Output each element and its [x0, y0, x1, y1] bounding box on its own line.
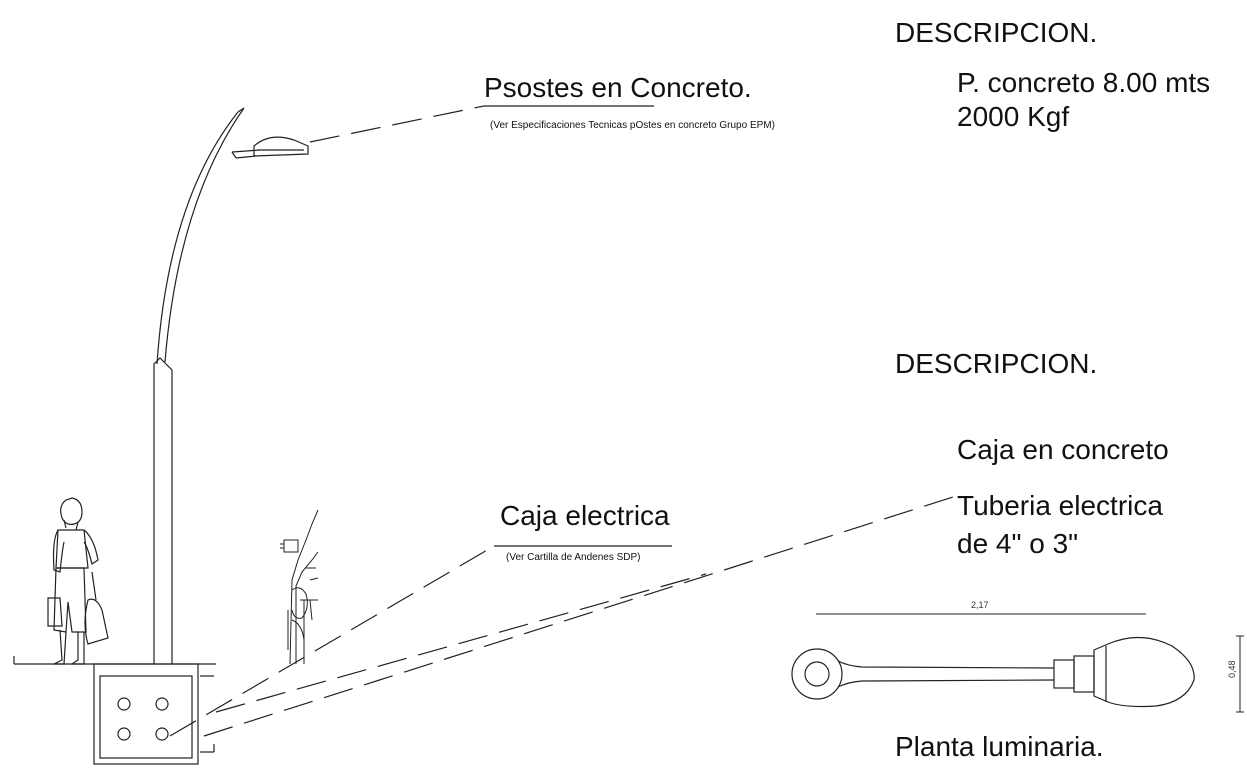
parked-car [280, 509, 319, 665]
box-spec-note: (Ver Cartilla de Andenes SDP) [506, 552, 641, 563]
plan-height-dimension: 0,48 [1227, 660, 1237, 678]
pole-height-spec: P. concreto 8.00 mts [957, 67, 1211, 98]
concrete-pole [153, 107, 245, 664]
conduit-size-spec: de 4" o 3" [957, 528, 1079, 559]
box-material-spec: Caja en concreto [957, 434, 1169, 465]
luminaire-plan [791, 613, 1244, 713]
description-heading-2: DESCRIPCION. [895, 348, 1098, 379]
box-title: Caja electrica [500, 500, 670, 531]
conduit-spec: Tuberia electrica [957, 490, 1163, 521]
post-spec-note: (Ver Especificaciones Tecnicas pOstes en… [490, 120, 775, 131]
pedestrian-figure [47, 497, 109, 665]
sidewalk [13, 656, 216, 753]
luminaire-head [231, 136, 309, 159]
electrical-box [93, 663, 199, 765]
pole-load-spec: 2000 Kgf [957, 101, 1070, 132]
label-underlines [484, 105, 672, 547]
plan-width-dimension: 2,17 [971, 600, 989, 610]
plan-title: Planta luminaria. [895, 731, 1104, 762]
description-heading-1: DESCRIPCION. [895, 17, 1098, 48]
post-title: Psostes en Concreto. [484, 72, 752, 103]
leader-lines [169, 105, 957, 737]
